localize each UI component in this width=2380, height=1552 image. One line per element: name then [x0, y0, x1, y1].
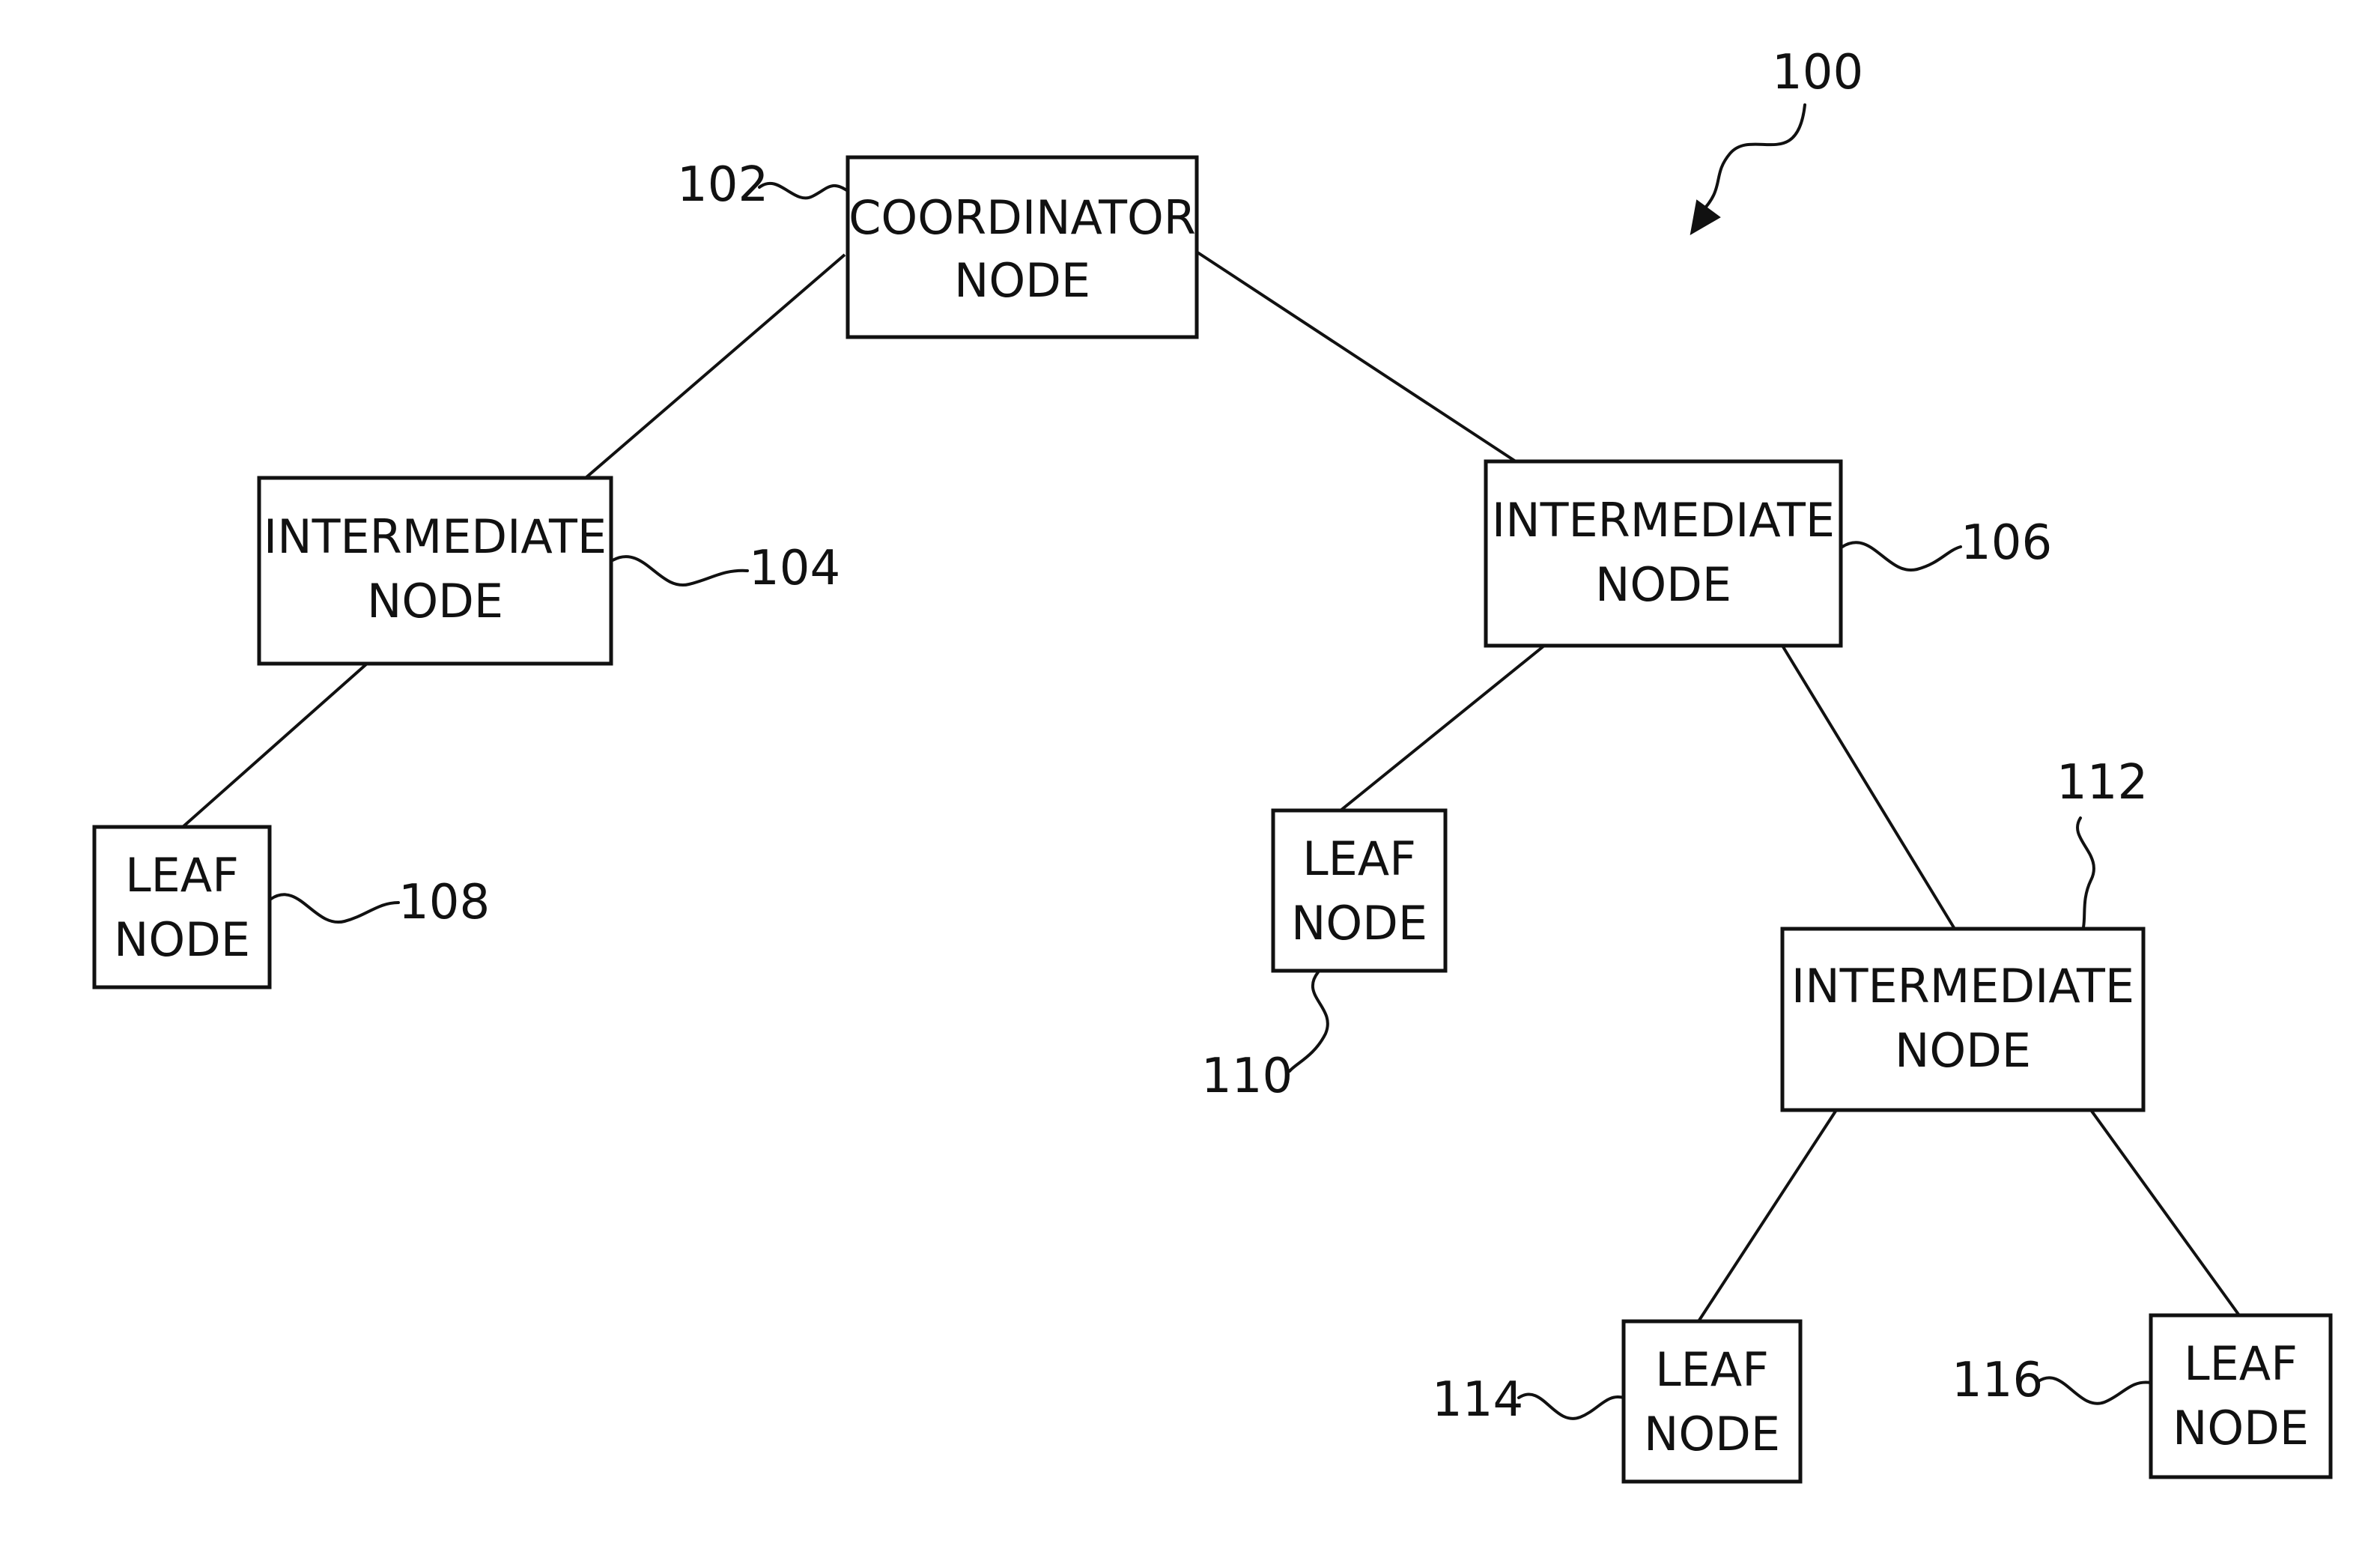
reference-numeral: 100	[1772, 45, 1863, 100]
node-box	[1782, 929, 2143, 1110]
node-label-line1: LEAF	[1655, 1342, 1769, 1397]
intermediate-node-104: INTERMEDIATE NODE	[259, 478, 611, 664]
leaf-node-114: LEAF NODE	[1624, 1321, 1800, 1482]
reference-arrow-leader	[1700, 105, 1805, 213]
leader-line	[2077, 818, 2094, 927]
edge-102-104	[586, 255, 845, 478]
edge-112-114	[1699, 1110, 1836, 1321]
coordinator-node: COORDINATOR NODE	[848, 157, 1197, 337]
leader-line	[759, 184, 848, 198]
reference-numeral: 106	[1961, 515, 2052, 571]
leaf-node-108: LEAF NODE	[94, 827, 270, 987]
edge-104-108	[183, 664, 367, 827]
reference-104: 104	[613, 541, 840, 596]
reference-numeral: 108	[398, 875, 490, 930]
leader-line	[1290, 972, 1328, 1071]
edge-112-116	[2091, 1110, 2239, 1315]
node-box	[848, 157, 1197, 337]
node-label-line2: NODE	[954, 253, 1090, 308]
leader-line	[1842, 542, 1961, 570]
reference-108: 108	[271, 875, 490, 930]
node-label-line2: NODE	[1595, 557, 1731, 612]
reference-116: 116	[1952, 1353, 2151, 1408]
reference-102: 102	[677, 157, 848, 213]
node-box	[259, 478, 611, 664]
node-label-line1: INTERMEDIATE	[1791, 959, 2134, 1013]
leaf-node-116: LEAF NODE	[2151, 1315, 2331, 1477]
intermediate-node-106: INTERMEDIATE NODE	[1486, 461, 1841, 646]
intermediate-node-112: INTERMEDIATE NODE	[1782, 929, 2143, 1110]
reference-114: 114	[1432, 1372, 1624, 1428]
figure-reference-100: 100	[1691, 45, 1863, 234]
leader-line	[2039, 1377, 2151, 1403]
node-label-line1: INTERMEDIATE	[264, 509, 607, 564]
node-label-line1: INTERMEDIATE	[1492, 493, 1835, 548]
reference-numeral: 114	[1432, 1372, 1523, 1428]
reference-112: 112	[2056, 755, 2148, 927]
node-label-line2: NODE	[2173, 1401, 2309, 1455]
edge-106-110	[1341, 646, 1544, 810]
reference-numeral: 102	[677, 157, 768, 213]
node-box	[1486, 461, 1841, 646]
reference-106: 106	[1842, 515, 2052, 571]
reference-numeral: 112	[2056, 755, 2148, 810]
leaf-node-110: LEAF NODE	[1273, 810, 1445, 971]
edge-102-106	[1195, 251, 1520, 464]
leader-line	[271, 894, 398, 922]
node-label-line1: COORDINATOR	[849, 190, 1196, 245]
node-label-line2: NODE	[114, 912, 250, 967]
reference-numeral: 104	[749, 541, 840, 596]
node-label-line2: NODE	[1644, 1407, 1780, 1461]
node-label-line1: LEAF	[2184, 1336, 2298, 1391]
leader-line	[1519, 1394, 1624, 1418]
reference-numeral: 116	[1952, 1353, 2043, 1408]
edge-106-112	[1782, 646, 1955, 929]
node-label-line1: LEAF	[125, 848, 239, 903]
leader-line	[613, 557, 747, 585]
node-label-line2: NODE	[1291, 896, 1427, 951]
reference-110: 110	[1201, 972, 1328, 1104]
node-label-line2: NODE	[367, 574, 503, 628]
node-label-line2: NODE	[1895, 1023, 2031, 1078]
reference-numeral: 110	[1201, 1049, 1293, 1104]
node-label-line1: LEAF	[1302, 831, 1416, 886]
